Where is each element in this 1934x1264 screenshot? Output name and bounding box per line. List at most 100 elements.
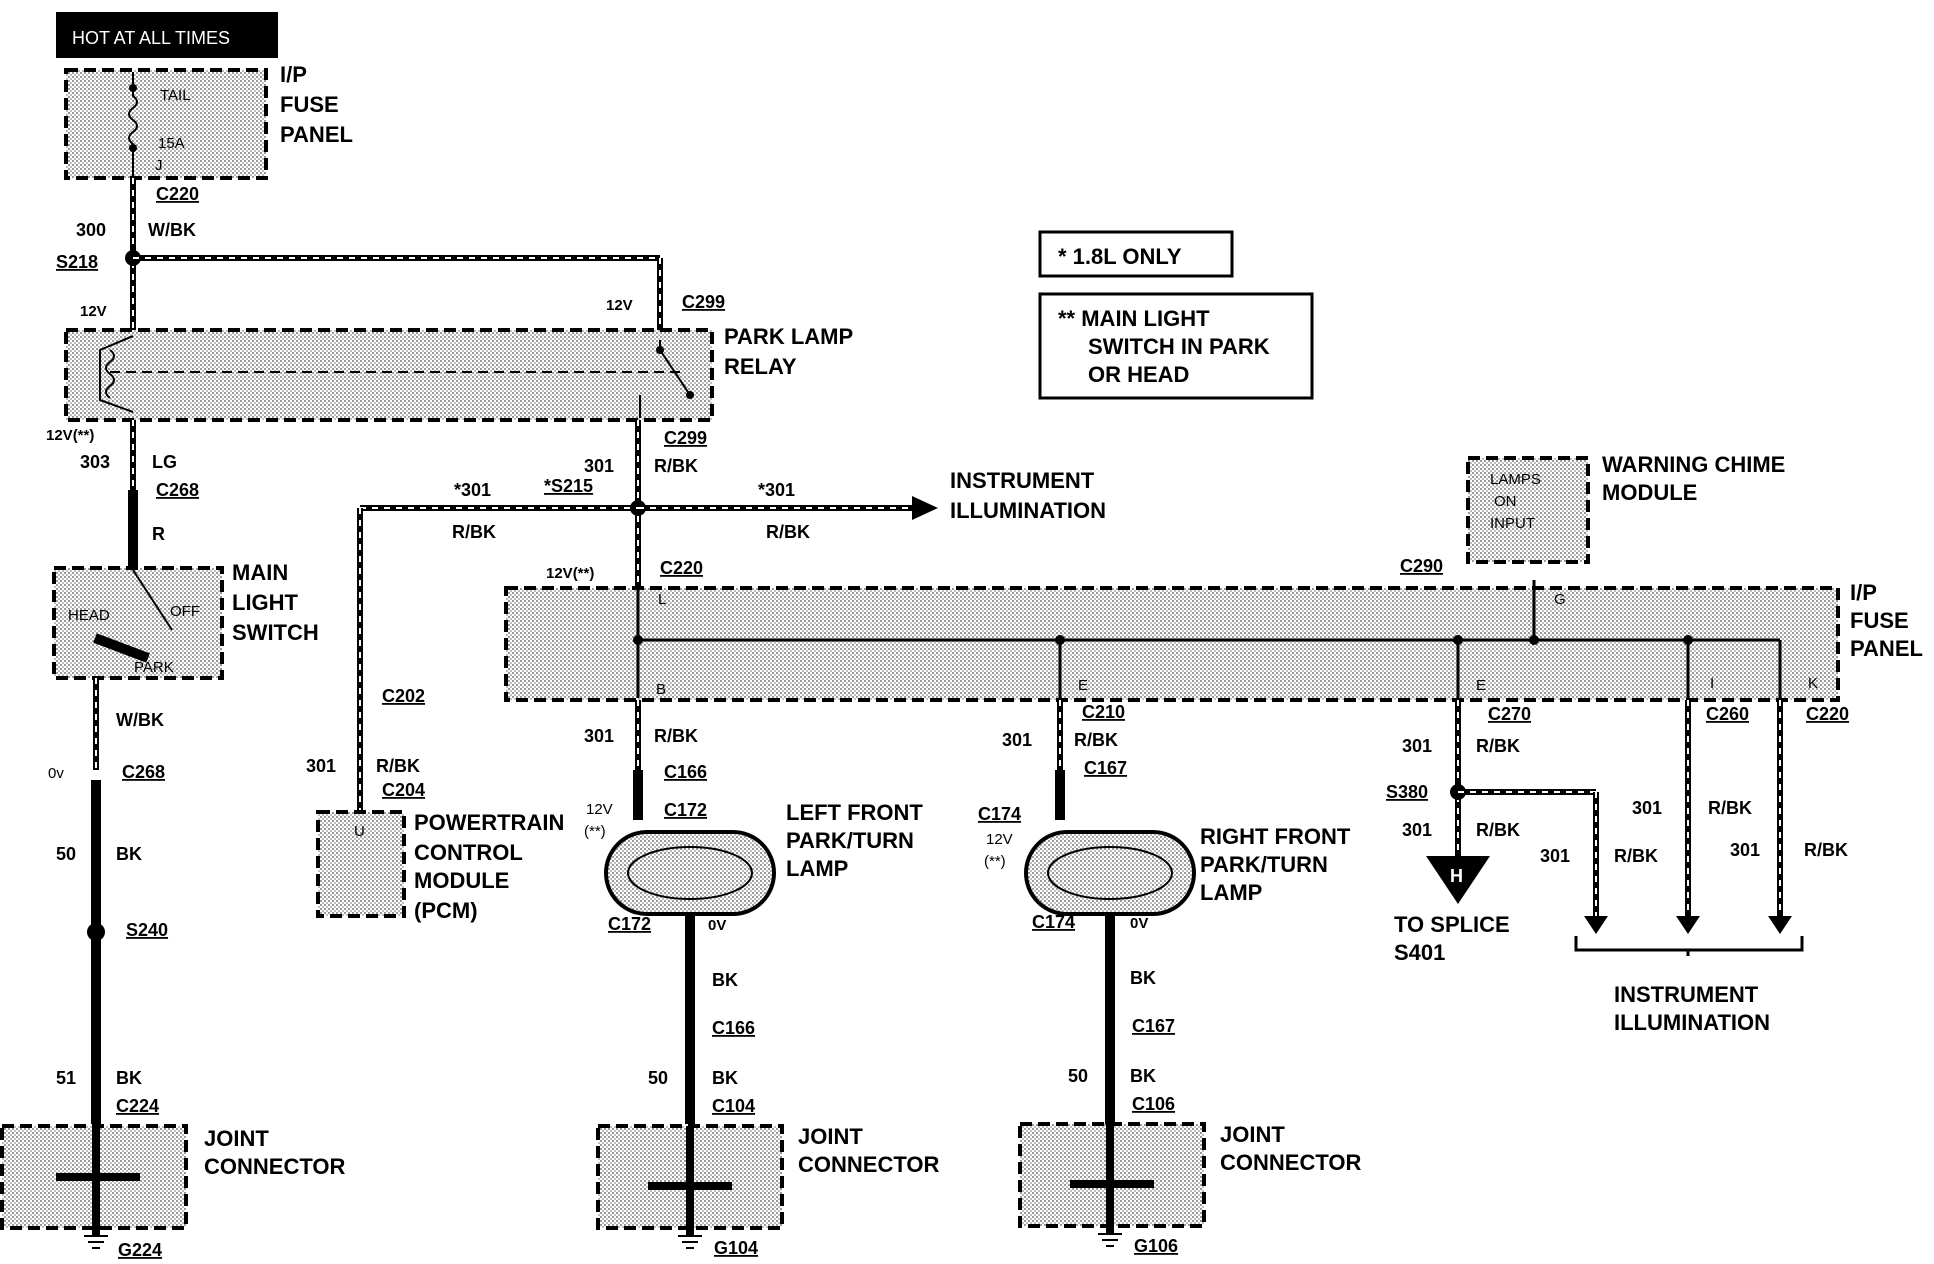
connector-c204: C204 — [382, 780, 425, 800]
color-lg: LG — [152, 452, 177, 472]
to-splice-label-1: TO SPLICE — [1394, 912, 1510, 937]
rf-lamp — [1024, 830, 1196, 916]
inst-illum-top-1: INSTRUMENT — [950, 468, 1095, 493]
color-bk-rf-50: BK — [1130, 1066, 1156, 1086]
rf-lamp-label-3: LAMP — [1200, 880, 1262, 905]
color-rbk-relay: R/BK — [654, 456, 698, 476]
chime-label-2: MODULE — [1602, 480, 1697, 505]
fuse-panel-top-label-2: FUSE — [280, 92, 339, 117]
color-rbk-pcm: R/BK — [376, 756, 420, 776]
color-rbk-lf: R/BK — [654, 726, 698, 746]
color-bk-lf: BK — [712, 970, 738, 990]
splice-h-marker — [1426, 856, 1490, 904]
color-bk-51: BK — [116, 1068, 142, 1088]
switch-label-1: MAIN — [232, 560, 288, 585]
pin-e-2: E — [1476, 677, 1486, 694]
connector-c268-bottom: C268 — [122, 762, 165, 782]
circuit-301-rf: 301 — [1002, 730, 1032, 750]
joint-lf-label-2: CONNECTOR — [798, 1152, 939, 1177]
main-light-switch — [52, 566, 224, 680]
pcm-label-3: MODULE — [414, 868, 509, 893]
legend-note-2-box — [1038, 292, 1314, 400]
connector-c260: C260 — [1706, 704, 1749, 724]
joint-rf-label-1: JOINT — [1220, 1122, 1285, 1147]
connector-c106: C106 — [1132, 1094, 1175, 1114]
circuit-50-rf: 50 — [1068, 1066, 1088, 1086]
pcm-label-2: CONTROL — [414, 840, 523, 865]
circuit-50-lf: 50 — [648, 1068, 668, 1088]
voltage-12v-rf-note: (**) — [984, 853, 1006, 870]
hot-at-all-times-label: HOT AT ALL TIMES — [72, 28, 230, 48]
connector-c299-bottom: C299 — [664, 428, 707, 448]
circuit-301-s380-top: 301 — [1402, 736, 1432, 756]
legend-note-1: * 1.8L ONLY — [1058, 244, 1182, 269]
color-rbk-s380-top: R/BK — [1476, 736, 1520, 756]
connector-c166-top: C166 — [664, 762, 707, 782]
joint-lf-label-1: JOINT — [798, 1124, 863, 1149]
ground-g224: G224 — [118, 1240, 162, 1260]
splice-s218-label: S218 — [56, 252, 98, 272]
splice-h-tag: H — [1450, 866, 1463, 886]
connector-c299-top: C299 — [682, 292, 725, 312]
connector-c220-k: C220 — [1806, 704, 1849, 724]
ground-g104: G104 — [714, 1238, 758, 1258]
color-rbk-inst-branch: R/BK — [766, 522, 810, 542]
color-rbk-inst-1: R/BK — [1614, 846, 1658, 866]
chime-input-2: ON — [1494, 493, 1517, 510]
joint-left-label-2: CONNECTOR — [204, 1154, 345, 1179]
lf-lamp — [604, 830, 776, 916]
switch-label-3: SWITCH — [232, 620, 319, 645]
relay-12v-right: 12V — [606, 297, 633, 314]
connector-c167-top: C167 — [1084, 758, 1127, 778]
color-rbk-inst-2: R/BK — [1708, 798, 1752, 818]
color-rbk-inst-3: R/BK — [1804, 840, 1848, 860]
color-wbk-switch: W/BK — [116, 710, 164, 730]
fuse-panel-main — [504, 586, 1840, 702]
circuit-300: 300 — [76, 220, 106, 240]
pcm-label-1: POWERTRAIN — [414, 810, 564, 835]
circuit-50-left: 50 — [56, 844, 76, 864]
relay-label-1: PARK LAMP — [724, 324, 853, 349]
voltage-0v-rf: 0V — [1130, 915, 1148, 932]
splice-s240-label: S240 — [126, 920, 168, 940]
relay-label-2: RELAY — [724, 354, 797, 379]
joint-rf-label-2: CONNECTOR — [1220, 1150, 1361, 1175]
fuse-panel-top-label-3: PANEL — [280, 122, 353, 147]
switch-label-2: LIGHT — [232, 590, 299, 615]
chime-input-3: INPUT — [1490, 515, 1535, 532]
switch-head: HEAD — [68, 607, 110, 624]
legend-note-2-line-3: OR HEAD — [1088, 362, 1189, 387]
fuse-panel-main-label-3: PANEL — [1850, 636, 1923, 661]
connector-c202: C202 — [382, 686, 425, 706]
connector-c172-top: C172 — [664, 800, 707, 820]
pin-g: G — [1554, 591, 1566, 608]
inst-illum-bottom-2: ILLUMINATION — [1614, 1010, 1770, 1035]
color-bk-left: BK — [116, 844, 142, 864]
joint-left-label-1: JOINT — [204, 1126, 269, 1151]
inst-illum-top-2: ILLUMINATION — [950, 498, 1106, 523]
circuit-51: 51 — [56, 1068, 76, 1088]
connector-c220-panel: C220 — [660, 558, 703, 578]
fuse-panel-main-label-1: I/P — [1850, 580, 1877, 605]
pin-b: B — [656, 681, 666, 698]
switch-park: PARK — [134, 659, 174, 676]
voltage-12v-lf-note: (**) — [584, 823, 606, 840]
circuit-303: 303 — [80, 452, 110, 472]
connector-c174-bottom: C174 — [1032, 912, 1075, 932]
fuse-panel-main-label-2: FUSE — [1850, 608, 1909, 633]
voltage-12v-switch: 12V(**) — [46, 427, 94, 444]
fuse-name: TAIL — [160, 87, 191, 104]
park-lamp-relay — [64, 328, 714, 422]
pcm-pin: U — [354, 823, 365, 840]
color-bk-lf-50: BK — [712, 1068, 738, 1088]
connector-c174-top: C174 — [978, 804, 1021, 824]
fuse-panel-top-label-1: I/P — [280, 62, 307, 87]
lf-lamp-label-2: PARK/TURN — [786, 828, 914, 853]
pin-k: K — [1808, 675, 1818, 692]
pin-e-1: E — [1078, 677, 1088, 694]
lf-lamp-label-1: LEFT FRONT — [786, 800, 923, 825]
connector-c220-top: C220 — [156, 184, 199, 204]
connector-c210: C210 — [1082, 702, 1125, 722]
legend-note-2-line-2: SWITCH IN PARK — [1088, 334, 1270, 359]
